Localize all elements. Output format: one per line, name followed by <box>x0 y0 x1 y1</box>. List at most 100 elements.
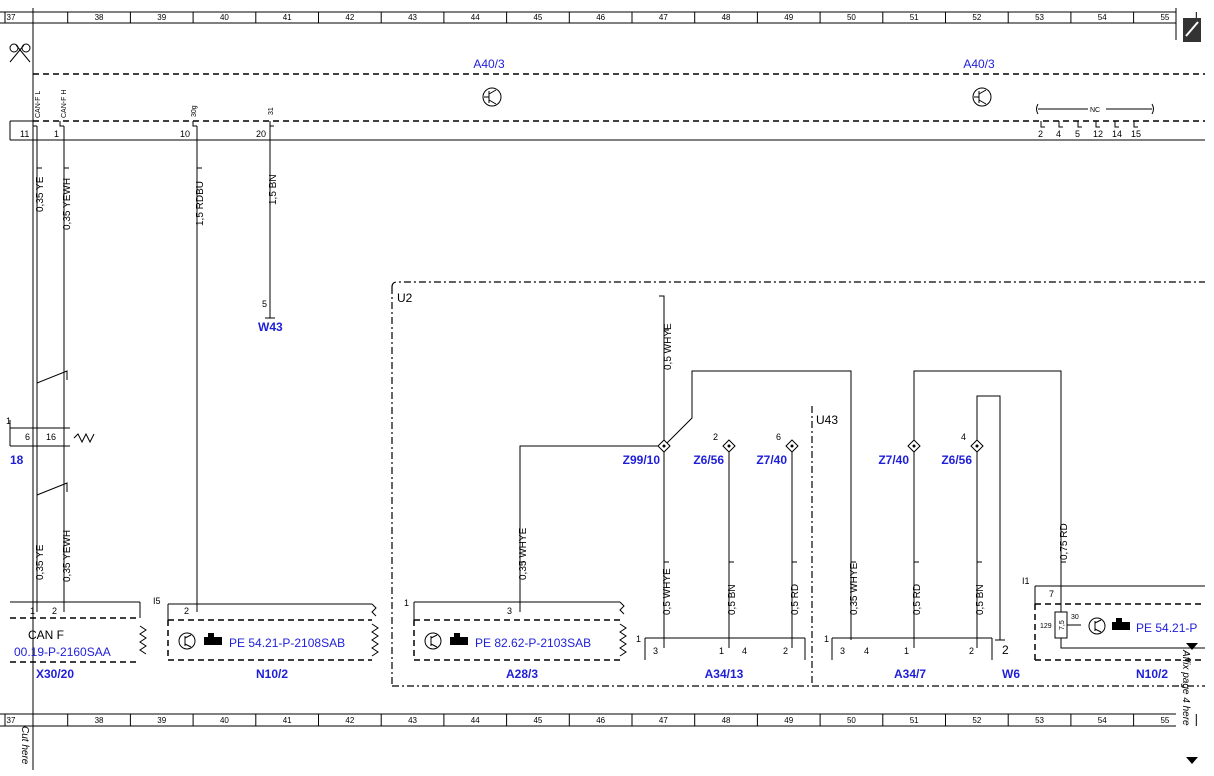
wire-label-w3: 1,5 RDBU <box>195 181 206 226</box>
wire-label-w10: 0,5 BN <box>727 584 738 615</box>
z6-56-b-pin: 4 <box>961 432 966 442</box>
n10-2-right-label[interactable]: N10/2 <box>1136 667 1168 681</box>
x30-20-label[interactable]: X30/20 <box>36 667 74 681</box>
bottom-grid-col-44: 44 <box>471 716 480 725</box>
wire-label-w7: 0,5 WHYE <box>663 323 674 370</box>
bottom-grid-col-47: 47 <box>659 716 668 725</box>
top-grid-col-51: 51 <box>910 13 919 22</box>
page-marker-icon <box>1183 18 1201 42</box>
nc-pin-stub <box>1058 121 1063 128</box>
u2-label[interactable]: U2 <box>397 291 413 305</box>
nc-pin-5: 5 <box>1075 129 1080 139</box>
mid-connector-pin-1: 1 <box>6 416 11 426</box>
wire-label-w9: 0,5 WHYE <box>662 568 673 615</box>
x30-20-connector[interactable]: 1 2 CAN F 00.19-P-2160SAA <box>10 601 147 663</box>
nc-pin-14: 14 <box>1112 129 1122 139</box>
splice-z7-40-b[interactable]: Z7/40 <box>878 453 909 467</box>
doc-ref-a28[interactable]: PE 82.62-P-2103SAB <box>475 636 591 650</box>
nc-pin-4: 4 <box>1056 129 1061 139</box>
top-grid-col-52: 52 <box>972 13 981 22</box>
a28-pin-1: 1 <box>404 598 409 608</box>
splice-z99-10[interactable]: Z99/10 <box>623 453 661 467</box>
n10-2-left-label[interactable]: N10/2 <box>256 667 288 681</box>
nc-pin-stub <box>1040 121 1045 128</box>
top-grid-col-53: 53 <box>1035 13 1044 22</box>
top-grid-col-45: 45 <box>533 13 542 22</box>
pin-11: 11 <box>20 129 29 139</box>
top-grid-ruler: 3738394041424344454647484950515253545556 <box>0 11 1197 24</box>
wire-label-w13: 0,5 RD <box>912 584 923 615</box>
w6-label[interactable]: W6 <box>1002 667 1020 681</box>
pin-label-can-f-l: CAN-F L <box>35 91 42 118</box>
a34-13-label[interactable]: A34/13 <box>705 667 744 681</box>
wire-label-w6: 0,35 YEWH <box>62 530 73 582</box>
doc-ref-x30[interactable]: 00.19-P-2160SAA <box>14 645 111 659</box>
transistor-icon <box>424 632 442 650</box>
can-f-label: CAN F <box>28 628 64 642</box>
splice-diamond-icons <box>657 439 984 453</box>
transistor-icon <box>972 87 992 107</box>
n10-2-left-box[interactable]: I5 2 PE 54.21-P-2108SAB <box>153 596 379 661</box>
doc-ref-n10-right[interactable]: PE 54.21-P <box>1136 621 1197 635</box>
bottom-grid-col-49: 49 <box>784 716 793 725</box>
n10-left-pin-2: 2 <box>184 606 189 616</box>
w6-pin: 2 <box>1002 643 1009 657</box>
bottom-grid-col-40: 40 <box>220 716 229 725</box>
wire-label-w2: 0,35 YEWH <box>62 178 73 230</box>
splice-z6-56-a[interactable]: Z6/56 <box>693 453 724 467</box>
w43-pin: 5 <box>262 299 267 309</box>
mid-pin-6: 6 <box>25 432 30 442</box>
a40-3-left-label[interactable]: A40/3 <box>473 57 505 71</box>
wire-z99-to-a28 <box>519 445 664 612</box>
x30-pin-1: 1 <box>30 606 35 616</box>
bottom-grid-col-38: 38 <box>95 716 104 725</box>
top-grid-col-43: 43 <box>408 13 417 22</box>
top-grid-col-38: 38 <box>95 13 104 22</box>
i5-label: I5 <box>153 596 161 606</box>
affix-page-text: Affix page 4 here <box>1180 649 1191 726</box>
i1-label: I1 <box>1022 576 1030 586</box>
a40-3-right-label[interactable]: A40/3 <box>963 57 995 71</box>
x30-pin-2: 2 <box>52 606 57 616</box>
top-grid-col-47: 47 <box>659 13 668 22</box>
wire-label-w15: 0,75 RD <box>1059 523 1070 560</box>
bottom-grid-col-42: 42 <box>345 716 354 725</box>
bottom-grid-col-41: 41 <box>283 716 292 725</box>
pin-label-31: 31 <box>268 107 275 115</box>
pin-20: 20 <box>256 129 266 139</box>
top-grid-col-54: 54 <box>1098 13 1107 22</box>
a34-7-connector[interactable]: 1 3 4 1 2 <box>824 634 993 660</box>
n10r-pin-7: 7 <box>1049 589 1054 599</box>
doc-ref-n10-left[interactable]: PE 54.21-P-2108SAB <box>229 636 345 650</box>
pointing-hand-icon <box>450 633 468 645</box>
left-ref-18[interactable]: 18 <box>10 453 24 467</box>
a28-3-label[interactable]: A28/3 <box>506 667 538 681</box>
splice-z7-40-a[interactable]: Z7/40 <box>756 453 787 467</box>
a28-3-box[interactable]: 1 3 PE 82.62-P-2103SAB <box>404 598 627 661</box>
wire-z99-to-u43 <box>663 370 852 640</box>
a34-13-pin-4: 4 <box>742 646 747 656</box>
wire-z6-56-b <box>976 395 1001 648</box>
a34-13-connector[interactable]: 1 3 1 4 2 <box>636 634 806 660</box>
u43-label[interactable]: U43 <box>816 413 838 427</box>
top-grid-col-37: 37 <box>7 13 16 22</box>
a34-7-label[interactable]: A34/7 <box>894 667 926 681</box>
pointing-hand-icon <box>1112 618 1130 630</box>
bottom-grid-col-48: 48 <box>722 716 731 725</box>
pointing-hand-icon <box>204 633 222 645</box>
wire-z7-40-b <box>913 370 1062 648</box>
bottom-grid-ruler: 3738394041424344454647484950515253545556 <box>0 713 1197 727</box>
n10-2-right-box[interactable]: I1 7 7,5 129 30 PE 54.21-P <box>1022 576 1205 661</box>
bottom-grid-col-52: 52 <box>972 716 981 725</box>
a34-7-pin-1b: 1 <box>904 646 909 656</box>
splice-z6-56-b[interactable]: Z6/56 <box>941 453 972 467</box>
nc-pin-stub <box>1133 121 1138 128</box>
w43-label[interactable]: W43 <box>258 320 283 334</box>
bottom-grid-col-37: 37 <box>7 716 16 725</box>
a34-7-pin-1: 1 <box>824 634 829 644</box>
bottom-grid-col-53: 53 <box>1035 716 1044 725</box>
z7-40-a-pin: 6 <box>776 432 781 442</box>
